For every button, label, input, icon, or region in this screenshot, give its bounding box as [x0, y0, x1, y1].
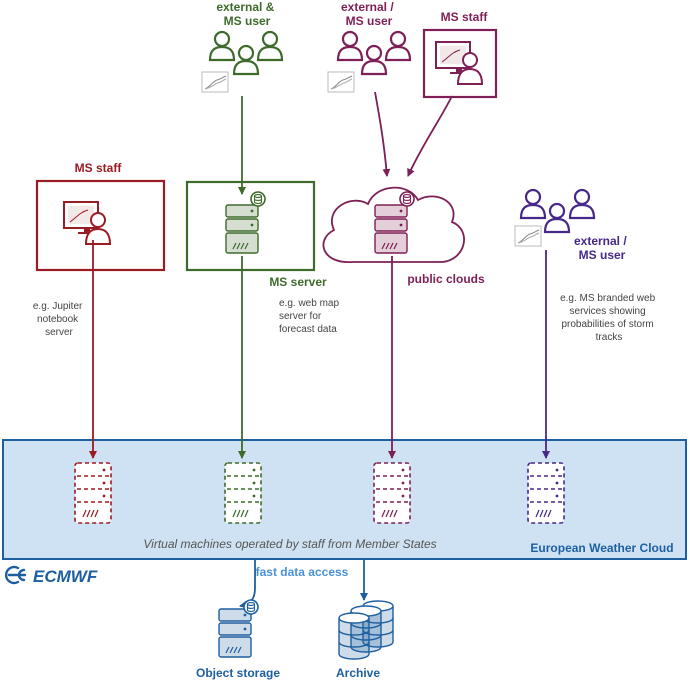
purple-staff-title: MS staff [441, 10, 489, 24]
panel-caption: Virtual machines operated by staff from … [143, 537, 436, 551]
green-user-group: external & MS user [201, 0, 284, 93]
ms-server-label: MS server [269, 275, 327, 289]
red-note-line: e.g. Jupiter [33, 301, 83, 312]
server-icon [224, 462, 262, 524]
european-weather-cloud-panel [2, 439, 687, 560]
graph-thumbnail-icon [514, 225, 542, 247]
public-clouds-label: public clouds [407, 272, 485, 286]
purple-user-title-line: MS user [346, 14, 393, 28]
users-icon [208, 30, 284, 76]
red-note-line: notebook [37, 314, 79, 325]
server-icon [374, 204, 408, 254]
ecmwf-logo-text: ECMWF [33, 567, 98, 586]
ms-server-group: MS server [185, 180, 327, 289]
database-icon [399, 191, 415, 207]
purple-staff-arrow [407, 95, 453, 177]
server-icon [527, 462, 565, 524]
object-storage-arrow [239, 560, 256, 609]
panel-name: European Weather Cloud [530, 541, 673, 555]
indigo-note-line: probabilities of storm [561, 319, 653, 330]
purple-user-title: external / MS user [341, 0, 397, 28]
green-user-title: external & MS user [216, 0, 277, 28]
database-icon [243, 599, 259, 615]
indigo-note-line: e.g. MS branded web [560, 293, 655, 304]
server-icon [218, 608, 252, 658]
graph-thumbnail-icon [201, 71, 229, 93]
red-staff-group: MS staff [35, 161, 166, 272]
indigo-note-line: services showing [570, 306, 646, 317]
green-user-title-line: MS user [224, 14, 271, 28]
green-note-line: forecast data [279, 324, 337, 335]
indigo-note: e.g. MS branded web services showing pro… [560, 293, 658, 343]
purple-staff-group: MS staff [422, 10, 498, 99]
swirl-icon [5, 565, 27, 585]
object-storage-label: Object storage [196, 666, 280, 680]
green-note-line: e.g. web map [279, 298, 339, 309]
archive-label: Archive [336, 666, 380, 680]
public-clouds-group: public clouds [322, 186, 485, 286]
database-icon [338, 612, 370, 660]
purple-user-title-line: external / [341, 0, 394, 14]
server-icon [74, 462, 112, 524]
indigo-user-title: external / MS user [574, 234, 630, 262]
indigo-note-line: tracks [596, 332, 623, 343]
green-note-line: server for [279, 311, 322, 322]
server-icon [225, 204, 259, 254]
database-icon [250, 191, 266, 207]
red-note: e.g. Jupiter notebook server [33, 301, 85, 338]
purple-user-group: external / MS user [327, 0, 412, 93]
ecmwf-logo: ECMWF [5, 565, 98, 586]
fast-data-access-label: fast data access [256, 565, 349, 579]
indigo-user-title-line: MS user [579, 248, 626, 262]
indigo-user-group: external / MS user [514, 188, 630, 262]
server-icon [373, 462, 411, 524]
red-note-line: server [45, 327, 73, 338]
users-icon [336, 30, 412, 76]
graph-thumbnail-icon [327, 71, 355, 93]
purple-user-arrow [374, 91, 391, 177]
indigo-user-title-line: external / [574, 234, 627, 248]
green-user-title-line: external & [216, 0, 274, 14]
green-note: e.g. web map server for forecast data [279, 298, 342, 335]
red-staff-title: MS staff [75, 161, 123, 175]
